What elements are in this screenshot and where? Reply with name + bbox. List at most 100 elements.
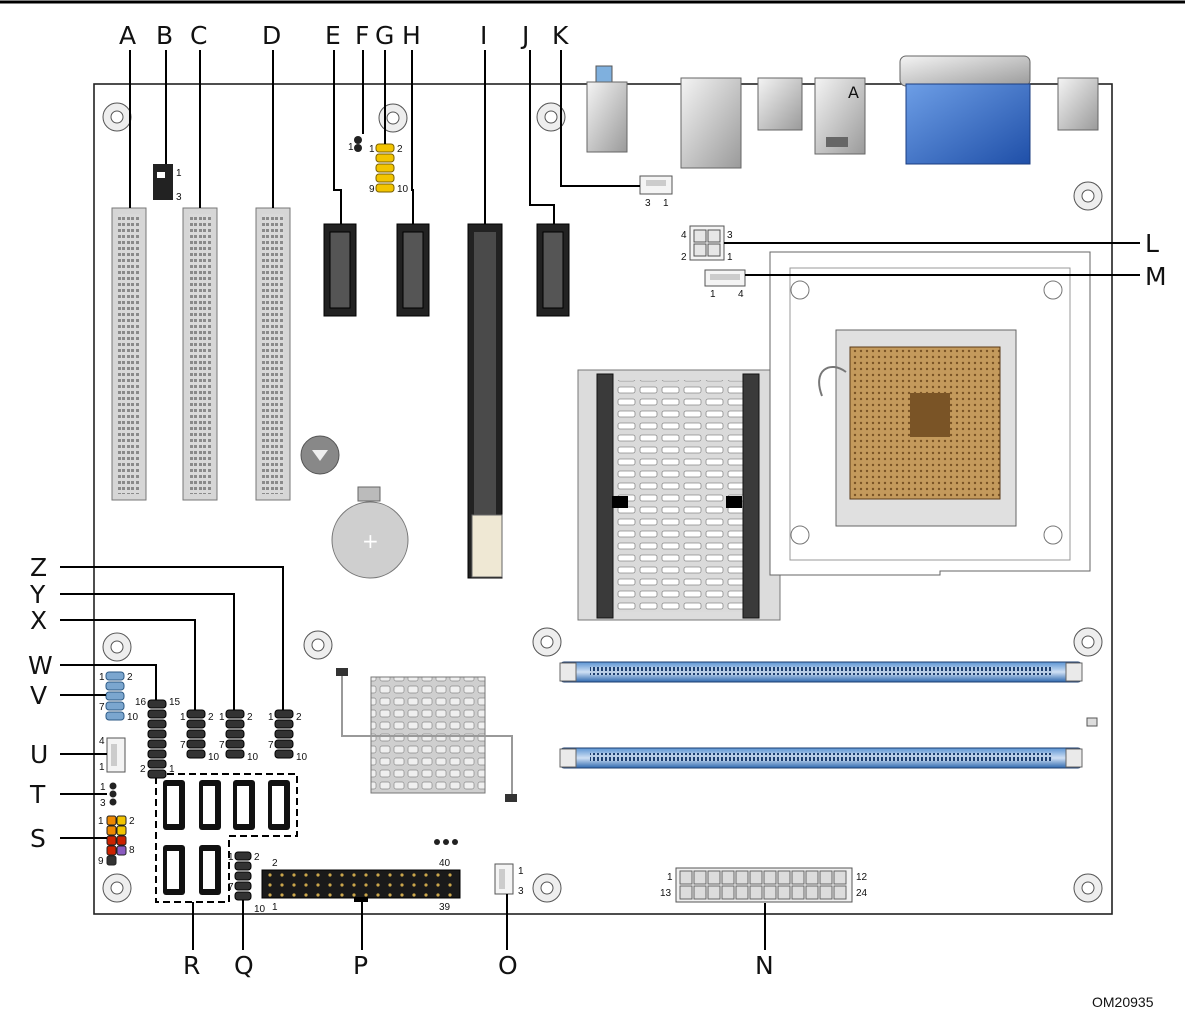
- pin-label: 39: [439, 902, 451, 913]
- fan-header-o: [494, 863, 514, 895]
- audio-jack-top: [595, 65, 613, 83]
- header-g: [375, 143, 395, 193]
- pin-label: 7: [99, 702, 105, 713]
- pin-label: 3: [100, 798, 106, 809]
- fan-header-u: [106, 737, 126, 773]
- audio-connector: [586, 81, 628, 153]
- pin-label: 1: [348, 142, 354, 153]
- pin-label: 2: [247, 712, 253, 723]
- pin-label: 3: [645, 198, 651, 209]
- mounting-hole: [532, 873, 562, 903]
- callout-g: G: [375, 21, 394, 50]
- pin-label: 2: [127, 672, 133, 683]
- callout-p: P: [353, 951, 368, 980]
- pin-label: 15: [169, 697, 181, 708]
- mounting-hole: [1073, 181, 1103, 211]
- pin-label: 3: [727, 230, 733, 241]
- pin-label: 24: [856, 888, 868, 899]
- pin-label: 1: [176, 168, 182, 179]
- mounting-hole: [102, 632, 132, 662]
- pin-label: 8: [129, 845, 135, 856]
- pcie-slot-j: [536, 223, 570, 317]
- vga-top: [899, 55, 1031, 87]
- callout-v: V: [30, 681, 47, 710]
- pin-label: 7: [268, 740, 274, 751]
- callout-leaders: [60, 50, 1140, 950]
- callout-n: N: [755, 951, 774, 980]
- jumper-f: [354, 136, 362, 152]
- pci-slot-a: [111, 207, 147, 501]
- pin-label: 2: [208, 712, 214, 723]
- pin-label: 3: [518, 886, 524, 897]
- pin-label: 1: [169, 764, 175, 775]
- callout-o: O: [498, 951, 518, 980]
- dimm-slot-2: [559, 747, 1083, 769]
- pin-label: 1: [100, 782, 106, 793]
- sata-connectors: [155, 773, 298, 903]
- pin-label: 10: [247, 752, 259, 763]
- pin-label: 10: [208, 752, 220, 763]
- chipset-heatsink: [577, 369, 781, 621]
- pin-label: 4: [681, 230, 687, 241]
- pin-label: 2: [129, 816, 135, 827]
- io-latch: [826, 137, 848, 147]
- pci-slot-c: [182, 207, 218, 501]
- callout-l: L: [1145, 229, 1159, 258]
- pin-label: 10: [127, 712, 139, 723]
- pin-label: 1: [228, 852, 234, 863]
- pin-label: 12: [856, 872, 868, 883]
- header-y: [225, 709, 245, 759]
- callout-h: H: [402, 21, 421, 50]
- pin-labels: 1 3 1 1 2 9 10 3 1 4 3 2 1 1 4 1 12 13 2…: [98, 142, 868, 915]
- callout-a: A: [119, 21, 136, 50]
- pin-label: 1: [180, 712, 186, 723]
- pin-label: 4: [738, 289, 744, 300]
- figure-id: OM20935: [1092, 994, 1154, 1010]
- callout-i: I: [480, 21, 487, 50]
- callout-b: B: [156, 21, 173, 50]
- front-panel-header-s: [106, 815, 127, 866]
- atx-power-connector: [675, 867, 853, 903]
- ide-connector: [261, 869, 461, 902]
- usb-stack: [757, 77, 803, 131]
- pin-label: 2: [254, 852, 260, 863]
- mounting-hole: [102, 102, 132, 132]
- pin-label: 2: [140, 764, 146, 775]
- pin-label: 7: [180, 740, 186, 751]
- jumper-t: [109, 782, 117, 806]
- pci-slot-d: [255, 207, 291, 501]
- mounting-hole: [303, 630, 333, 660]
- pin-label: 9: [369, 184, 375, 195]
- header-q: [234, 851, 252, 901]
- pin-label: 1: [272, 902, 278, 913]
- callout-j: J: [520, 21, 529, 50]
- header-x: [186, 709, 206, 759]
- fan-header-m: [704, 269, 746, 287]
- mounting-hole: [1073, 627, 1103, 657]
- pci-slots: [111, 207, 291, 501]
- mounting-hole: [1073, 873, 1103, 903]
- svg-text:+: +: [362, 529, 379, 553]
- battery: +: [331, 486, 409, 579]
- callout-y: Y: [29, 580, 46, 609]
- dimm-marker: [1086, 717, 1098, 727]
- header-w: [147, 699, 167, 779]
- callout-w: W: [28, 651, 53, 680]
- pin-label: 40: [439, 858, 451, 869]
- southbridge-heatsink: [336, 668, 517, 802]
- callout-s: S: [30, 824, 46, 853]
- mounting-hole: [378, 103, 408, 133]
- usb-lan-stack: [680, 77, 742, 169]
- pin-label: 1: [99, 762, 105, 773]
- atx12v-connector-l: [689, 225, 725, 261]
- pin-label: 1: [98, 816, 104, 827]
- fan-header-k: [639, 175, 673, 195]
- back-panel-io: A: [586, 55, 1099, 169]
- mounting-hole: [536, 102, 566, 132]
- callout-d: D: [262, 21, 281, 50]
- mounting-hole: [102, 873, 132, 903]
- callout-u: U: [30, 740, 48, 769]
- pin-label: 4: [99, 736, 105, 747]
- callout-z: Z: [30, 553, 47, 582]
